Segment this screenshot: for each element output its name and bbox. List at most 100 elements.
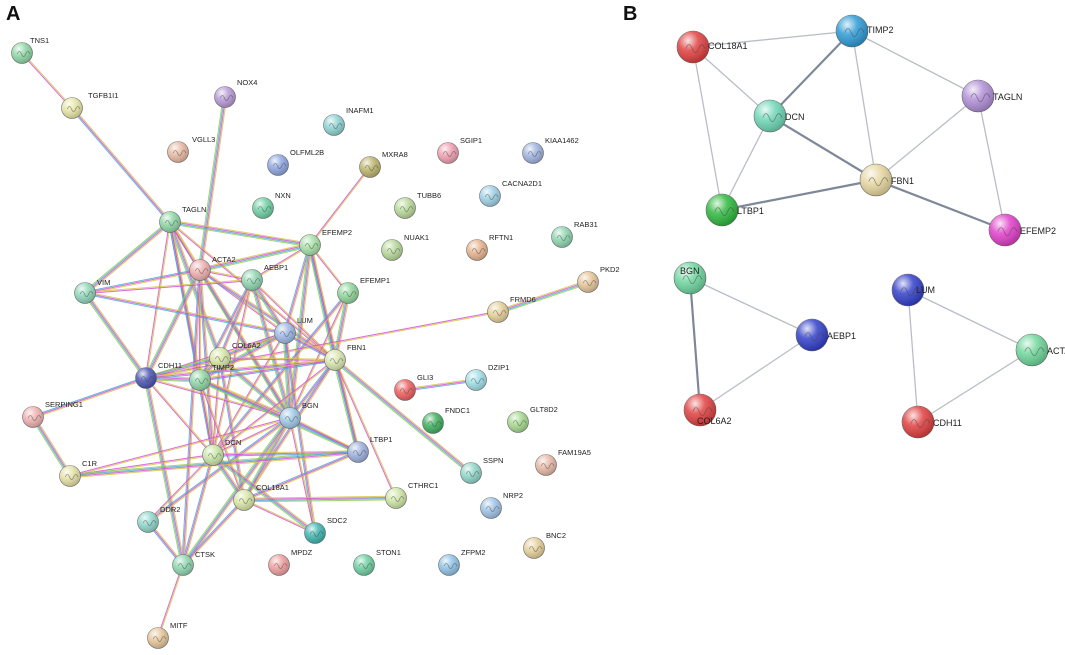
node-col6a2[interactable]: COL6A2	[209, 341, 261, 369]
node-lum[interactable]: LUM	[274, 316, 313, 344]
node-rab31-structure-icon	[556, 235, 571, 242]
node-ctsk[interactable]: CTSK	[172, 550, 216, 576]
node-ltbp1[interactable]: LTBP1	[347, 435, 393, 463]
node-vim[interactable]: VIM	[74, 278, 111, 304]
node-bgn-structure-icon	[682, 275, 703, 284]
node-nxn[interactable]: NXN	[252, 191, 291, 219]
node-fndc1[interactable]: FNDC1	[422, 406, 471, 434]
node-tagln[interactable]: TAGLN	[961, 79, 1022, 113]
node-bgn[interactable]: BGN	[673, 261, 707, 295]
node-efemp1-label: EFEMP1	[360, 276, 390, 285]
node-rab31[interactable]: RAB31	[551, 220, 598, 248]
node-ston1[interactable]: STON1	[353, 548, 401, 576]
node-frmd6[interactable]: FRMD6	[487, 295, 536, 323]
node-bgn-label: BGN	[302, 401, 318, 410]
node-sdc2[interactable]: SDC2	[304, 516, 348, 544]
node-tagln-label: TAGLN	[993, 92, 1022, 102]
node-zfpm2[interactable]: ZFPM2	[438, 548, 486, 576]
node-serping1-structure-icon	[27, 415, 42, 422]
node-tagln[interactable]: TAGLN	[159, 205, 207, 233]
node-tgfb1i1[interactable]: TGFB1I1	[61, 91, 119, 119]
node-efemp2[interactable]: EFEMP2	[299, 228, 353, 256]
node-nuak1-label: NUAK1	[404, 233, 429, 242]
node-bnc2[interactable]: BNC2	[523, 531, 567, 559]
node-cacna2d1[interactable]: CACNA2D1	[479, 179, 543, 207]
node-timp2-highlight	[189, 369, 211, 391]
node-ddr2-structure-icon	[142, 520, 157, 527]
node-c1r[interactable]: C1R	[59, 459, 98, 487]
node-cthrc1-highlight	[385, 487, 407, 509]
node-ltbp1[interactable]: LTBP1	[705, 193, 764, 227]
node-nox4-highlight	[214, 86, 236, 108]
edge-lum-bgn	[282, 332, 293, 419]
node-inafm1-structure-icon	[328, 123, 343, 130]
node-tubb6-structure-icon	[399, 206, 414, 213]
node-ddr2-highlight	[137, 511, 159, 533]
node-ston1-label: STON1	[376, 548, 401, 557]
node-ddr2[interactable]: DDR2	[137, 505, 181, 533]
node-dcn[interactable]: DCN	[753, 99, 805, 133]
node-col18a1[interactable]: COL18A1	[676, 30, 748, 64]
node-sgip1[interactable]: SGIP1	[437, 136, 483, 164]
node-tubb6-highlight	[394, 197, 416, 219]
node-timp2[interactable]: TIMP2	[189, 363, 235, 391]
node-bgn[interactable]: BGN	[279, 401, 319, 429]
node-fbn1[interactable]: FBN1	[324, 343, 367, 371]
node-col6a2[interactable]: COL6A2	[683, 393, 732, 427]
node-gli3-structure-icon	[399, 388, 414, 395]
node-sspn[interactable]: SSPN	[460, 456, 504, 484]
edge-dcn-ctsk	[181, 454, 215, 566]
node-glt8d2[interactable]: GLT8D2	[507, 405, 558, 433]
node-olfml2b-highlight	[267, 154, 289, 176]
node-tubb6[interactable]: TUBB6	[394, 191, 442, 219]
node-dzip1[interactable]: DZIP1	[465, 363, 510, 391]
node-cdh11-structure-icon	[910, 419, 931, 428]
node-serping1[interactable]: SERPING1	[22, 400, 83, 428]
node-efemp1[interactable]: EFEMP1	[337, 276, 391, 304]
node-fam19a5[interactable]: FAM19A5	[535, 448, 591, 476]
node-cdh11[interactable]: CDH11	[135, 361, 183, 389]
node-fbn1[interactable]: FBN1	[859, 163, 914, 197]
node-dcn[interactable]: DCN	[202, 438, 242, 466]
node-mpdz[interactable]: MPDZ	[268, 548, 313, 576]
node-cthrc1[interactable]: CTHRC1	[385, 481, 439, 509]
node-ston1-structure-icon	[358, 563, 373, 570]
node-cdh11-label: CDH11	[933, 418, 962, 428]
node-tgfb1i1-structure-icon	[66, 106, 81, 113]
node-mitf[interactable]: MITF	[147, 621, 188, 649]
node-tagln-structure-icon	[970, 93, 991, 102]
node-vim-label: VIM	[97, 278, 110, 287]
edge-mxra8-efemp2	[309, 166, 371, 246]
node-pkd2-label: PKD2	[600, 265, 620, 274]
node-acta2[interactable]: ACTA2	[189, 255, 236, 281]
node-cdh11[interactable]: CDH11	[901, 405, 962, 439]
node-acta2[interactable]: ACTA2	[1015, 333, 1065, 367]
edge-lum-acta2	[907, 289, 1033, 351]
node-mpdz-structure-icon	[273, 563, 288, 570]
node-kiaa1462[interactable]: KIAA1462	[522, 136, 579, 164]
node-tns1[interactable]: TNS1	[11, 36, 50, 64]
node-aebp1[interactable]: AEBP1	[795, 318, 856, 352]
edge-efemp2-lum	[283, 244, 312, 334]
node-sgip1-highlight	[437, 142, 459, 164]
node-efemp2[interactable]: EFEMP2	[988, 213, 1056, 247]
node-rftn1[interactable]: RFTN1	[466, 233, 514, 261]
edge-col18a1-timp2	[692, 30, 853, 48]
node-nuak1[interactable]: NUAK1	[381, 233, 430, 261]
edge-col18a1-ltbp1	[692, 46, 723, 211]
node-vgll3[interactable]: VGLL3	[167, 135, 216, 163]
node-aebp1[interactable]: AEBP1	[241, 263, 289, 291]
node-nrp2[interactable]: NRP2	[480, 491, 524, 519]
node-inafm1[interactable]: INAFM1	[323, 106, 374, 136]
node-lum[interactable]: LUM	[891, 273, 935, 307]
edge-bgn-dcn	[212, 417, 291, 456]
node-olfml2b[interactable]: OLFML2B	[267, 148, 325, 176]
node-timp2[interactable]: TIMP2	[835, 14, 894, 48]
node-mxra8[interactable]: MXRA8	[359, 150, 408, 178]
node-gli3[interactable]: GLI3	[394, 373, 434, 401]
node-nox4[interactable]: NOX4	[214, 78, 258, 108]
node-col18a1[interactable]: COL18A1	[233, 483, 289, 511]
node-pkd2[interactable]: PKD2	[577, 265, 620, 293]
